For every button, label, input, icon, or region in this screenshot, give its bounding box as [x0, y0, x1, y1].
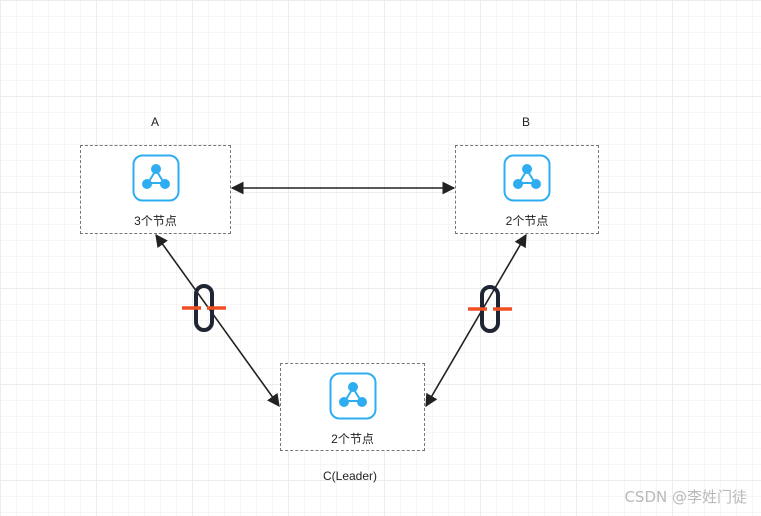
node-c-title: C(Leader) — [322, 469, 378, 483]
cluster-icon — [329, 372, 376, 420]
node-b[interactable]: 2个节点 — [455, 145, 599, 234]
node-c[interactable]: 2个节点 — [280, 363, 425, 451]
link-a-c — [155, 233, 280, 408]
broken-link-icon-b-c — [468, 285, 512, 333]
cluster-icon — [503, 154, 551, 202]
node-a-title: A — [150, 115, 159, 129]
node-a[interactable]: 3个节点 — [80, 145, 231, 234]
node-a-label: 3个节点 — [134, 214, 177, 228]
node-c-label: 2个节点 — [331, 432, 374, 446]
node-b-label: 2个节点 — [505, 214, 549, 228]
watermark: CSDN @李姓门徒 — [624, 488, 747, 506]
link-b-c — [425, 233, 527, 408]
cluster-icon — [132, 154, 179, 202]
node-b-title: B — [521, 115, 530, 129]
broken-link-icon-a-c — [182, 284, 226, 332]
